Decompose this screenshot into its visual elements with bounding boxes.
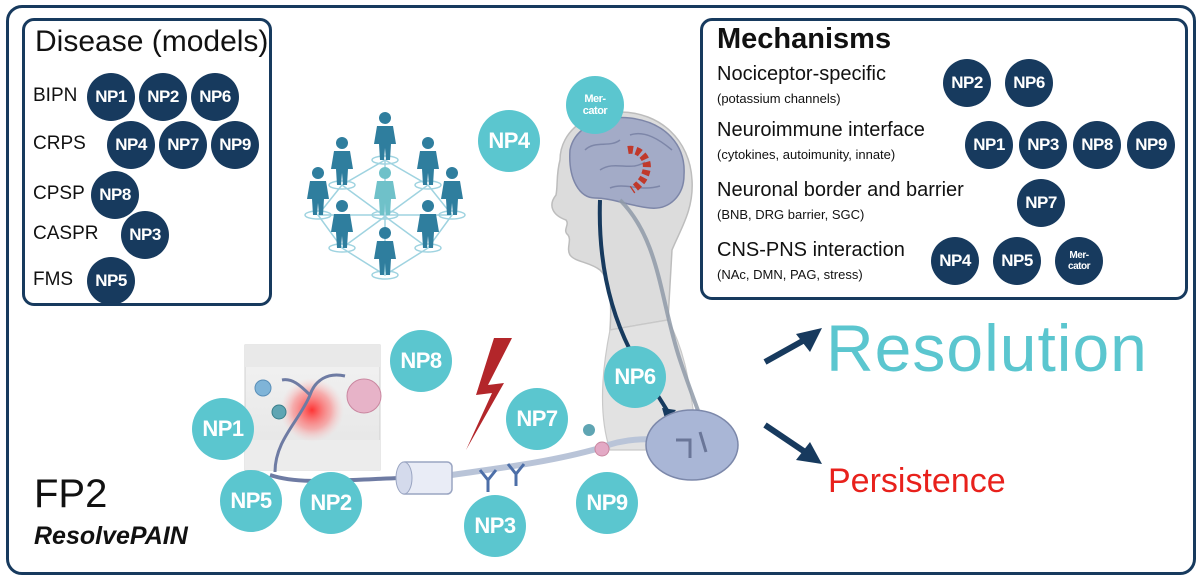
mechanism-badge-mercator: Mer- cator: [1055, 237, 1103, 285]
badge-np1-scene: NP1: [192, 398, 254, 460]
person-icon: [374, 227, 396, 275]
mechanism-badge-np2: NP2: [943, 59, 991, 107]
badge-np3-scene: NP3: [464, 495, 526, 557]
disease-label-crps: CRPS: [33, 133, 86, 154]
badge-np7-scene: NP7: [506, 388, 568, 450]
person-icon: [374, 167, 396, 215]
resolution-arrow: [763, 328, 822, 365]
mechanism-heading-1: Neuroimmune interface: [717, 119, 925, 141]
person-icon: [441, 167, 463, 215]
persistence-arrow: [763, 422, 822, 464]
disease-badge-np7: NP7: [159, 121, 207, 169]
disease-badge-np3: NP3: [121, 211, 169, 259]
badge-mercator-scene: Mer- cator: [566, 76, 624, 134]
disease-label-fms: FMS: [33, 269, 74, 290]
disease-badge-np8: NP8: [91, 171, 139, 219]
lightning-bolt-icon: [466, 338, 512, 450]
drg-cell-icon: [594, 441, 610, 457]
person-icon: [307, 167, 329, 215]
badge-np8-scene: NP8: [390, 330, 452, 392]
mechanism-subheading-2: (BNB, DRG barrier, SGC): [717, 207, 865, 222]
badge-np9-scene: NP9: [576, 472, 638, 534]
outer-frame: [6, 5, 1196, 575]
disease-badge-np6: NP6: [191, 73, 239, 121]
mechanisms-panel-title: Mechanisms: [717, 23, 892, 55]
disease-label-caspr: CASPR: [33, 223, 99, 244]
mechanism-subheading-3: (NAc, DMN, PAG, stress): [717, 267, 863, 282]
persistence-label: Persistence: [828, 462, 1006, 500]
project-subtitle: ResolvePAIN: [34, 522, 188, 550]
disease-label-cpsp: CPSP: [33, 183, 85, 204]
badge-np4-scene: NP4: [478, 110, 540, 172]
person-icon: [374, 112, 396, 160]
mechanism-badge-np9: NP9: [1127, 121, 1175, 169]
disease-badge-np5: NP5: [87, 257, 135, 305]
patient-figures: [307, 112, 463, 275]
mechanism-badge-np8: NP8: [1073, 121, 1121, 169]
badge-np5-scene: NP5: [220, 470, 282, 532]
mechanism-heading-2: Neuronal border and barrier: [717, 179, 964, 201]
mechanism-badge-np4: NP4: [931, 237, 979, 285]
nerve-cross-section-illustration: [395, 461, 453, 495]
immune-cell-icon: [583, 424, 595, 436]
disease-label-bipn: BIPN: [33, 85, 78, 106]
disease-panel-title: Disease (models): [35, 25, 269, 58]
disease-badge-np4: NP4: [107, 121, 155, 169]
patient-network-icon: [304, 155, 466, 280]
peripheral-nerve: [417, 436, 661, 483]
badge-np2-scene: NP2: [300, 472, 362, 534]
disease-badge-np1: NP1: [87, 73, 135, 121]
mechanism-badge-np5: NP5: [993, 237, 1041, 285]
skin-tissue-illustration: [244, 344, 382, 473]
badge-np6-scene: NP6: [604, 346, 666, 408]
mechanisms-panel: Mechanisms Nociceptor-specific (potassium…: [700, 18, 1188, 300]
disease-badge-np2: NP2: [139, 73, 187, 121]
mechanism-badge-np1: NP1: [965, 121, 1013, 169]
spinal-cord-illustration: [645, 409, 739, 481]
mechanism-subheading-0: (potassium channels): [717, 91, 841, 106]
mechanism-subheading-1: (cytokines, autoimunity, innate): [717, 147, 896, 162]
person-icon: [331, 137, 353, 185]
person-icon: [331, 200, 353, 248]
mechanism-heading-0: Nociceptor-specific: [717, 63, 886, 85]
mechanism-badge-np3: NP3: [1019, 121, 1067, 169]
mechanism-badge-np7: NP7: [1017, 179, 1065, 227]
disease-badge-np9: NP9: [211, 121, 259, 169]
antibody-icons: [478, 463, 526, 492]
mechanism-badge-np6: NP6: [1005, 59, 1053, 107]
person-icon: [417, 137, 439, 185]
resolution-label: Resolution: [826, 311, 1148, 385]
mechanism-heading-3: CNS-PNS interaction: [717, 239, 905, 261]
project-title: FP2: [34, 472, 108, 516]
person-icon: [417, 200, 439, 248]
